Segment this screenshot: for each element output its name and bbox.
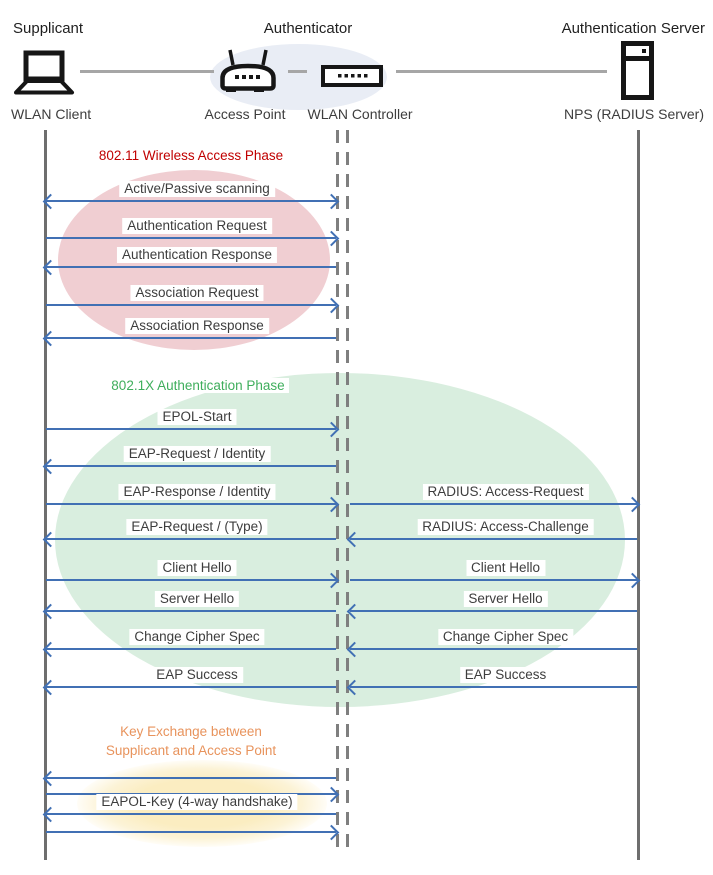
message-label: EAP Success [459, 667, 552, 683]
arrow-left-icon [42, 806, 336, 823]
phase3-title-line2: Supplicant and Access Point [101, 743, 281, 758]
phase1-title: 802.11 Wireless Access Phase [46, 147, 336, 164]
message-label: Change Cipher Spec [129, 629, 265, 645]
message-eap-request-type: EAP-Request / (Type) [42, 519, 336, 548]
message-client-hello-left: Client Hello [46, 560, 340, 589]
arrow-right-icon [46, 572, 340, 589]
role-supplicant: Supplicant [13, 20, 84, 37]
arrow-right-icon [350, 496, 641, 513]
message-eap-response-identity: EAP-Response / Identity [46, 484, 340, 513]
message-label: Client Hello [157, 560, 237, 576]
arrow-left-icon [42, 531, 336, 548]
node-label-wlan-client: WLAN Client [11, 106, 92, 122]
wlan-controller-icon [321, 65, 383, 87]
message-server-hello-left: Server Hello [42, 591, 336, 620]
message-label: Client Hello [465, 560, 546, 576]
connector-controller-server [396, 70, 607, 73]
message-label: Association Request [130, 285, 264, 301]
arrow-left-icon [346, 603, 637, 620]
message-authentication-response: Authentication Response [42, 247, 336, 276]
arrow-left-icon [42, 603, 336, 620]
arrow-right-icon [46, 421, 340, 438]
arrow-left-icon [42, 259, 336, 276]
authenticator-lifeline-left [336, 130, 339, 852]
message-eapol-key: EAPOL-Key (4-way handshake) [42, 794, 336, 823]
message-label: RADIUS: Access-Challenge [417, 519, 594, 535]
message-label: EAPOL-Key (4-way handshake) [96, 794, 298, 810]
arrow-right-icon [350, 572, 641, 589]
message-association-response: Association Response [42, 318, 336, 347]
arrow-left-icon [42, 641, 336, 658]
laptop-icon [12, 50, 76, 96]
message-association-request: Association Request [46, 285, 340, 314]
server-lifeline [637, 130, 640, 860]
message-label: EAP-Response / Identity [118, 484, 276, 500]
arrow-left-icon [42, 679, 336, 696]
server-icon [621, 41, 654, 100]
arrow-left-icon [346, 531, 637, 548]
connector-client-ap [80, 70, 214, 73]
authenticator-lifeline-right [346, 130, 349, 852]
message-label: Authentication Request [122, 218, 272, 234]
phase2-ellipse [55, 373, 625, 707]
phase3-title: Key Exchange between Supplicant and Acce… [46, 722, 336, 760]
message-label: RADIUS: Access-Request [422, 484, 589, 500]
arrow-right-icon [46, 230, 340, 247]
phase2-title: 802.1X Authentication Phase [46, 377, 336, 394]
message-label: Authentication Response [116, 247, 278, 263]
arrow-left-icon [346, 679, 637, 696]
phase1-title-text: 802.11 Wireless Access Phase [94, 148, 288, 163]
message-epol-start: EPOL-Start [46, 409, 340, 438]
message-label: Server Hello [154, 591, 240, 607]
message-eap-success-left: EAP Success [42, 667, 336, 696]
message-label: Change Cipher Spec [437, 629, 574, 645]
node-label-nps-radius-server: NPS (RADIUS Server) [563, 106, 705, 122]
arrow-left-icon [42, 458, 336, 475]
message-change-cipher-spec-left: Change Cipher Spec [42, 629, 336, 658]
message-label: EPOL-Start [157, 409, 237, 425]
message-label: EAP-Request / Identity [123, 446, 271, 462]
message-authentication-request: Authentication Request [46, 218, 340, 247]
message-label: Association Response [125, 318, 269, 334]
access-point-icon [219, 48, 277, 92]
message-change-cipher-spec-right: Change Cipher Spec [346, 629, 637, 658]
message-label: EAP Success [151, 667, 243, 683]
message-eap-request-identity: EAP-Request / Identity [42, 446, 336, 475]
node-label-wlan-controller: WLAN Controller [307, 106, 413, 122]
message-eap-success-right: EAP Success [346, 667, 637, 696]
phase3-title-line1: Key Exchange between [116, 724, 266, 739]
message-client-hello-right: Client Hello [350, 560, 641, 589]
arrow-left-icon [42, 330, 336, 347]
arrow-left-icon [346, 641, 637, 658]
connector-ap-controller [288, 70, 307, 73]
phase2-title-text: 802.1X Authentication Phase [107, 378, 289, 393]
arrow-both-icon [42, 193, 340, 210]
role-authentication-server: Authentication Server [561, 20, 705, 37]
message-server-hello-right: Server Hello [346, 591, 637, 620]
supplicant-lifeline [44, 130, 47, 860]
arrow-right-icon [46, 297, 340, 314]
message-radius-access-challenge: RADIUS: Access-Challenge [346, 519, 637, 548]
node-label-access-point: Access Point [204, 106, 286, 122]
arrow-right-icon [46, 496, 340, 513]
message-radius-access-request: RADIUS: Access-Request [350, 484, 641, 513]
arrow-left-icon [42, 770, 336, 787]
message-label: Server Hello [463, 591, 548, 607]
message-key-exchange-arrow-1 [42, 770, 336, 787]
message-label: EAP-Request / (Type) [126, 519, 268, 535]
message-key-exchange-arrow-4 [46, 824, 340, 841]
role-authenticator: Authenticator [263, 20, 353, 37]
message-label: Active/Passive scanning [119, 181, 275, 197]
message-active-passive-scanning: Active/Passive scanning [42, 181, 340, 210]
arrow-right-icon [46, 824, 340, 841]
